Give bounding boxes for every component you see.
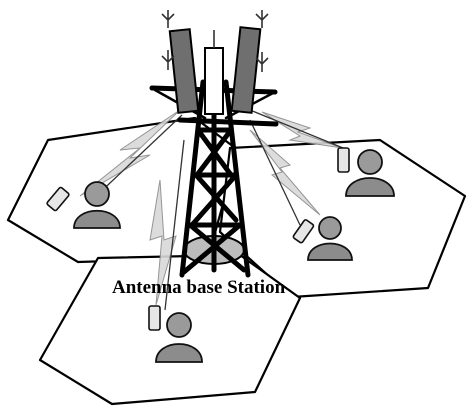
mobile-phone-icon bbox=[337, 147, 350, 173]
mobile-phone-icon bbox=[148, 305, 161, 331]
mobile-phone-icon bbox=[46, 186, 70, 212]
user-right-top bbox=[337, 147, 395, 197]
lightning-signal-icon bbox=[79, 109, 343, 306]
user-left bbox=[46, 181, 121, 229]
antenna-panel-center bbox=[204, 47, 224, 115]
antenna-panel-right bbox=[230, 26, 262, 114]
antenna-panel-left bbox=[168, 28, 200, 114]
radio-links bbox=[91, 109, 349, 311]
user-right-bottom bbox=[292, 216, 353, 261]
mobile-phone-icon bbox=[292, 219, 315, 244]
antenna-tower-icon bbox=[149, 10, 279, 278]
user-bottom bbox=[148, 305, 203, 363]
base-station-label: Antenna base Station bbox=[112, 277, 286, 298]
